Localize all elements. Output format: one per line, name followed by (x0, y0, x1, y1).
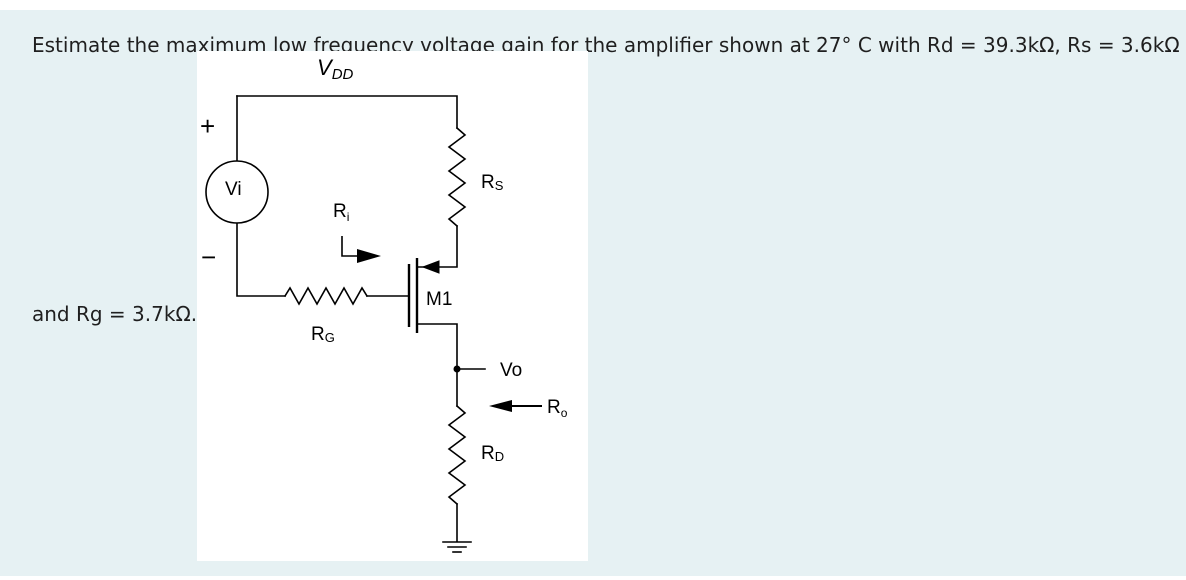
source-bottom-wire (236, 222, 286, 297)
vdd-label: VDD (317, 55, 354, 83)
plus-sign: + (200, 111, 215, 141)
question-text-line2: and Rg = 3.7kΩ. (32, 302, 198, 326)
ri-label: Ri (333, 201, 349, 224)
m1-label: M1 (426, 289, 452, 310)
circuit-diagram: VDD + − Vi Ri RG RS M1 Vo Ro RD (200, 55, 568, 553)
minus-sign: − (201, 242, 216, 272)
ro-arrow-icon (489, 400, 542, 412)
question-card: Estimate the maximum low frequency volta… (0, 10, 1186, 576)
vo-label: Vo (500, 360, 522, 381)
rd-label: RD (481, 443, 504, 464)
ri-arrow-icon (341, 236, 381, 263)
output-node (453, 365, 461, 373)
voltage-source (205, 160, 269, 224)
drain-terminal-wire (416, 323, 458, 407)
circuit-figure: VDD + − Vi Ri RG RS M1 Vo Ro RD (197, 51, 588, 561)
ground-symbol (442, 541, 472, 553)
drain-resistor (447, 404, 467, 506)
ro-label: Ro (547, 397, 568, 420)
gate-resistor (283, 286, 369, 306)
vi-label: Vi (225, 179, 242, 200)
rg-label: RG (311, 324, 335, 345)
vdd-rail-wire (236, 95, 458, 129)
transistor-m1 (407, 258, 440, 333)
source-resistor (447, 126, 467, 228)
source-terminal-wire (416, 225, 458, 268)
rs-label: RS (481, 172, 504, 193)
